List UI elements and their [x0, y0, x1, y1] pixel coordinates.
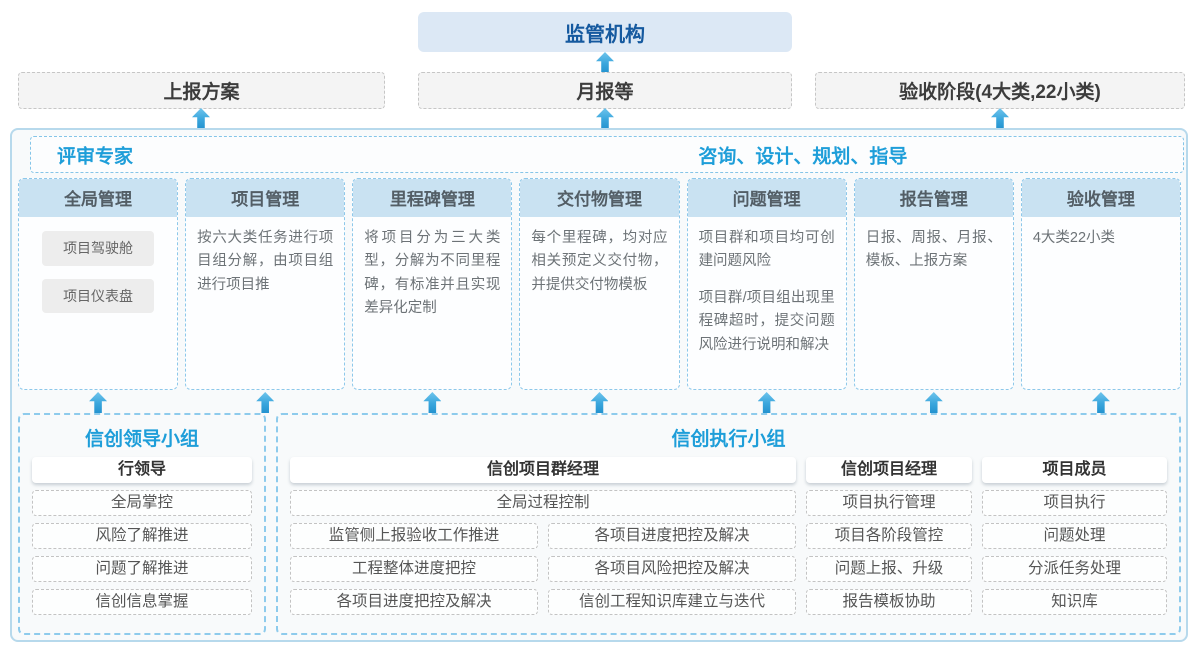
program-manager-item: 信创工程知识库建立与迭代 [548, 589, 796, 615]
column-global-management: 全局管理 项目驾驶舱 项目仪表盘 [18, 178, 179, 390]
column-body: 按六大类任务进行项目组分解，由项目组进行项目推 [186, 217, 344, 307]
project-manager-item: 项目执行管理 [806, 490, 972, 516]
leader-item: 信创信息掌握 [32, 589, 252, 615]
column-report-management: 报告管理 日报、周报、月报、模板、上报方案 [853, 178, 1014, 390]
up-arrow-col-4 [590, 392, 609, 413]
column-text: 项目群和项目均可创建问题风险 [698, 230, 835, 270]
role-project-manager: 信创项目经理 [806, 457, 972, 483]
up-arrow-to-acceptance [991, 108, 1009, 129]
pill-project-dashboard: 项目仪表盘 [42, 278, 155, 314]
column-text: 每个里程碑，均对应相关预定义交付物，并提供交付物模板 [531, 230, 668, 293]
column-header: 报告管理 [854, 179, 1013, 217]
up-arrow-col-2 [256, 392, 275, 413]
program-manager-item: 各项目风险把控及解决 [548, 556, 796, 582]
column-header: 问题管理 [687, 179, 846, 217]
up-arrow-col-6 [924, 392, 943, 413]
column-text-2: 项目群/项目组出现里程碑超时，提交问题风险进行说明和解决 [698, 289, 835, 353]
column-header: 项目管理 [186, 179, 345, 217]
column-issue-management: 问题管理 项目群和项目均可创建问题风险 项目群/项目组出现里程碑超时，提交问题风… [686, 178, 847, 390]
column-milestone-management: 里程碑管理 将项目分为三大类型，分解为不同里程碑，有标准并且实现差异化定制 [352, 178, 513, 390]
column-header: 交付物管理 [520, 179, 679, 217]
report-monthly-label: 月报等 [576, 82, 634, 103]
leader-item: 风险了解推进 [32, 523, 252, 549]
regulator-node: 监管机构 [418, 12, 792, 52]
column-body: 项目群和项目均可创建问题风险 项目群/项目组出现里程碑超时，提交问题风险进行说明… [688, 217, 846, 367]
up-arrow-col-7 [1091, 392, 1110, 413]
up-arrow-to-regulator [596, 52, 614, 73]
pill-project-cockpit: 项目驾驶舱 [42, 231, 155, 266]
column-body: 4大类22小类 [1022, 217, 1180, 260]
report-acceptance-label: 验收阶段(4大类,22小类) [899, 82, 1101, 103]
program-manager-item: 工程整体进度把控 [290, 556, 538, 582]
column-text: 按六大类任务进行项目组分解，由项目组进行项目推 [197, 230, 334, 293]
up-arrow-to-plan [192, 108, 210, 129]
column-acceptance-management: 验收管理 4大类22小类 [1020, 178, 1181, 390]
report-node-plan: 上报方案 [18, 72, 385, 109]
role-program-manager: 信创项目群经理 [290, 457, 796, 483]
project-manager-item: 报告模板协助 [806, 589, 972, 615]
execution-group-title: 信创执行小组 [671, 429, 786, 450]
program-manager-column: 信创项目群经理 全局过程控制 监管侧上报验收工作推进 各项目进度把控及解决 工程… [290, 451, 796, 615]
up-arrow-col-5 [757, 392, 776, 413]
column-project-management: 项目管理 按六大类任务进行项目组分解，由项目组进行项目推 [185, 178, 346, 390]
column-header: 全局管理 [19, 179, 178, 217]
leadership-group-title: 信创领导小组 [84, 429, 199, 450]
role-project-member: 项目成员 [982, 457, 1167, 483]
advisor-band: 评审专家 咨询、设计、规划、指导 [30, 136, 1184, 173]
advisor-experts-label: 评审专家 [57, 146, 134, 167]
report-node-monthly: 月报等 [418, 72, 792, 109]
report-plan-label: 上报方案 [163, 82, 240, 103]
advisor-services-label: 咨询、设计、规划、指导 [698, 146, 908, 167]
column-header: 验收管理 [1021, 179, 1180, 217]
column-body: 日报、周报、月报、模板、上报方案 [855, 217, 1013, 284]
execution-group: 信创执行小组 信创项目群经理 全局过程控制 监管侧上报验收工作推进 各项目进度把… [276, 413, 1181, 635]
project-manager-item: 项目各阶段管控 [806, 523, 972, 549]
platform-container: 评审专家 咨询、设计、规划、指导 全局管理 项目驾驶舱 项目仪表盘 项目管理 按… [10, 128, 1188, 642]
program-manager-item: 各项目进度把控及解决 [548, 523, 796, 549]
project-member-column: 项目成员 项目执行 问题处理 分派任务处理 知识库 [982, 451, 1167, 615]
column-body: 每个里程碑，均对应相关预定义交付物，并提供交付物模板 [520, 217, 678, 307]
program-manager-item: 各项目进度把控及解决 [290, 589, 538, 615]
program-manager-item: 全局过程控制 [290, 490, 796, 516]
project-manager-column: 信创项目经理 项目执行管理 项目各阶段管控 问题上报、升级 报告模板协助 [806, 451, 972, 615]
column-arrows [18, 392, 1181, 413]
column-text: 将项目分为三大类型，分解为不同里程碑，有标准并且实现差异化定制 [364, 230, 501, 317]
leader-item: 问题了解推进 [32, 556, 252, 582]
program-manager-item: 监管侧上报验收工作推进 [290, 523, 538, 549]
column-body: 将项目分为三大类型，分解为不同里程碑，有标准并且实现差异化定制 [353, 217, 511, 331]
regulator-label: 监管机构 [565, 23, 645, 46]
teams-row: 信创领导小组 行领导 全局掌控 风险了解推进 问题了解推进 信创信息掌握 信创执… [18, 413, 1181, 635]
project-member-item: 分派任务处理 [982, 556, 1167, 582]
execution-subcolumns: 信创项目群经理 全局过程控制 监管侧上报验收工作推进 各项目进度把控及解决 工程… [290, 451, 1167, 615]
leadership-group: 信创领导小组 行领导 全局掌控 风险了解推进 问题了解推进 信创信息掌握 [18, 413, 266, 635]
project-member-item: 知识库 [982, 589, 1167, 615]
leader-item: 全局掌控 [32, 490, 252, 516]
column-deliverable-management: 交付物管理 每个里程碑，均对应相关预定义交付物，并提供交付物模板 [519, 178, 680, 390]
column-header: 里程碑管理 [353, 179, 512, 217]
column-text: 日报、周报、月报、模板、上报方案 [865, 230, 1002, 270]
project-member-item: 项目执行 [982, 490, 1167, 516]
up-arrow-to-monthly [596, 108, 614, 129]
up-arrow-col-3 [423, 392, 442, 413]
up-arrow-col-1 [89, 392, 108, 413]
project-member-item: 问题处理 [982, 523, 1167, 549]
column-text: 4大类22小类 [1032, 230, 1116, 246]
project-manager-item: 问题上报、升级 [806, 556, 972, 582]
column-body: 项目驾驶舱 项目仪表盘 [19, 217, 177, 336]
management-columns: 全局管理 项目驾驶舱 项目仪表盘 项目管理 按六大类任务进行项目组分解，由项目组… [18, 178, 1181, 390]
report-node-acceptance: 验收阶段(4大类,22小类) [815, 72, 1185, 109]
role-bank-leader: 行领导 [32, 457, 252, 483]
